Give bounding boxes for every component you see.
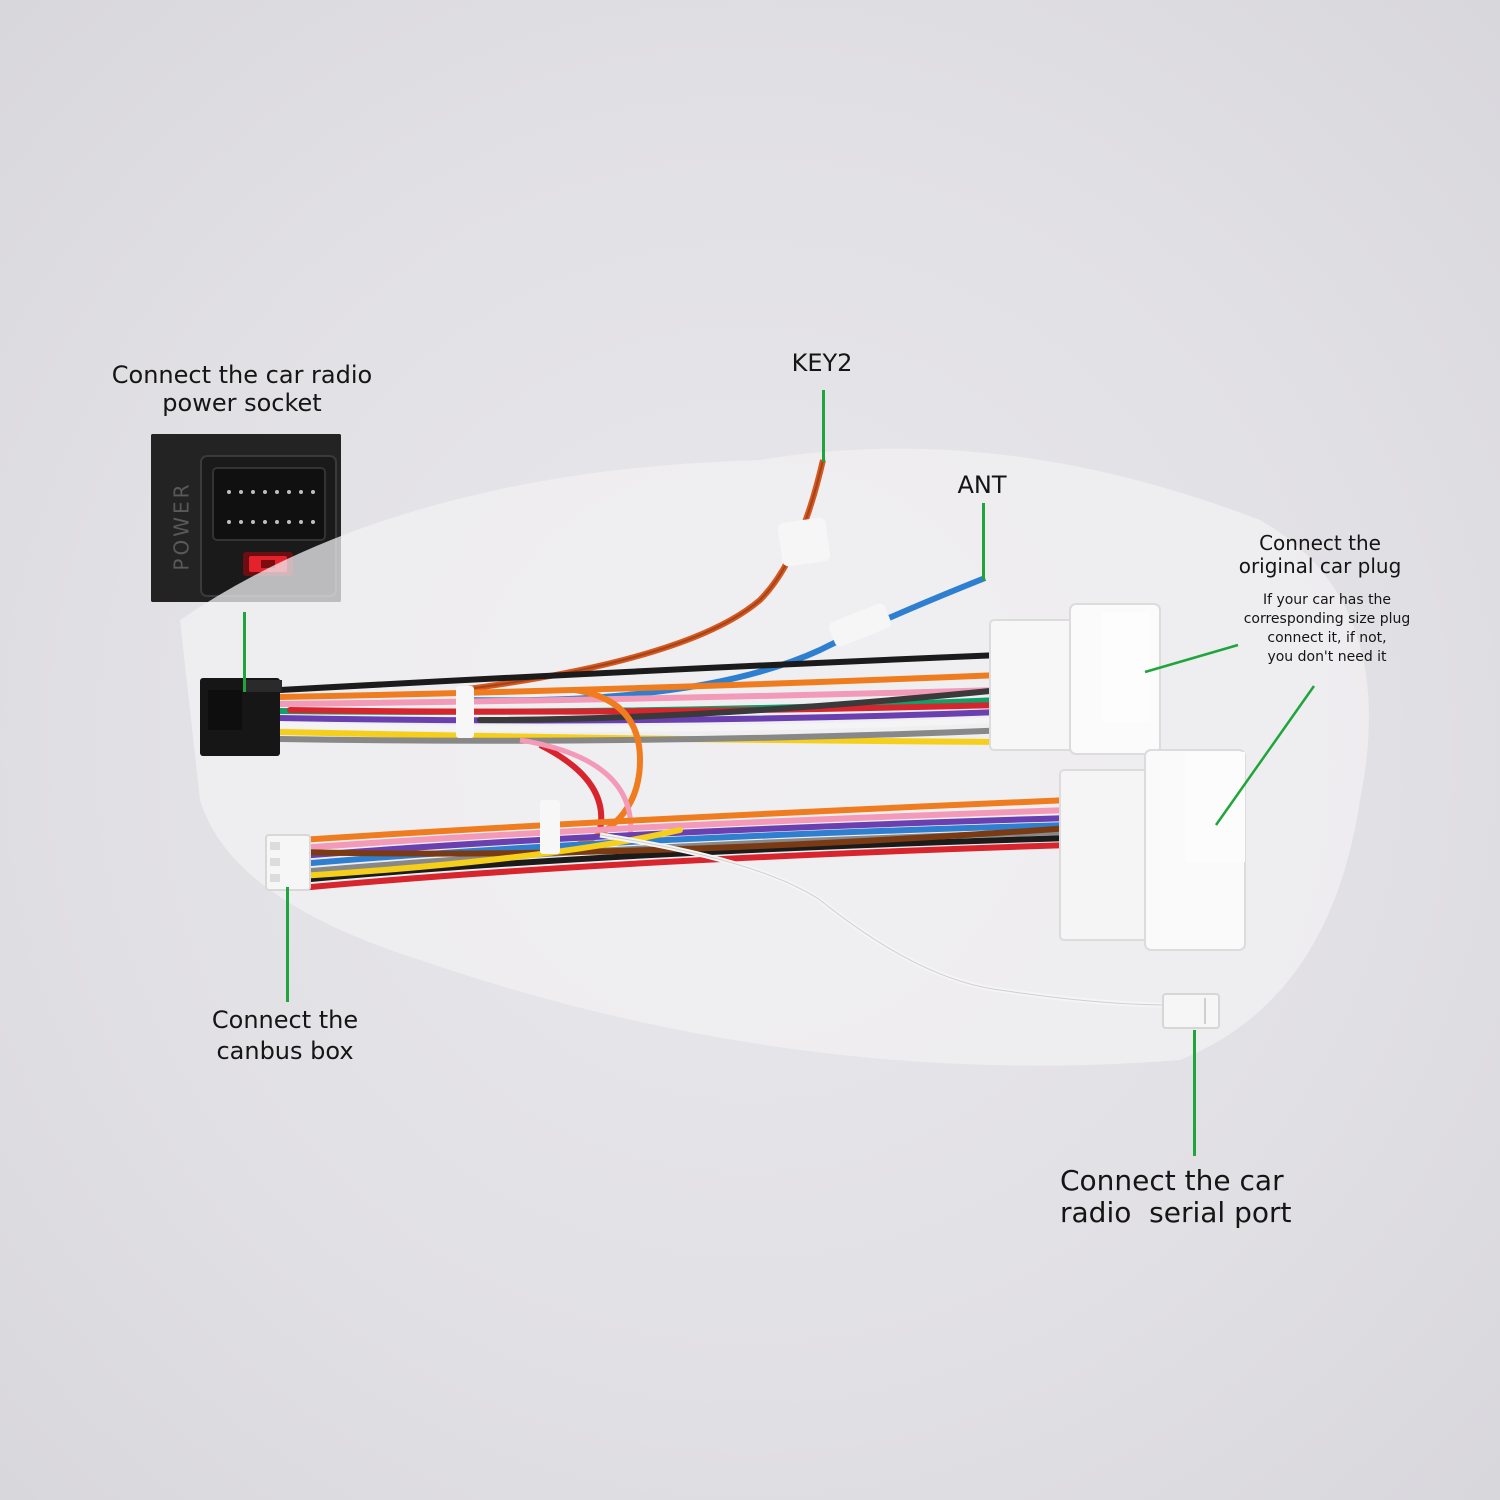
power-socket-illustration <box>151 434 341 602</box>
ant-wire-tag <box>829 603 891 647</box>
canbus-label-line-2: canbus box <box>216 1037 354 1066</box>
serial-port-label: Connect the car radio serial port <box>1060 1164 1330 1230</box>
original-plug-label-line-1: Connect the <box>1259 531 1381 555</box>
canbus-leader-line <box>286 887 289 1002</box>
ant-leader-line <box>982 503 985 581</box>
serial-port-connector <box>1162 993 1220 1029</box>
cable-tie <box>540 800 560 854</box>
serial-port-leader-line <box>1193 1030 1196 1156</box>
power-socket-label-line-2: power socket <box>162 388 322 417</box>
key2-wire-tag <box>777 517 831 567</box>
cable-tie <box>456 686 474 738</box>
lower-wire-bundle <box>297 797 1073 891</box>
original-plug-note-line-4: you don't need it <box>1267 648 1387 665</box>
canbus-label: Connect the canbus box <box>185 1005 385 1067</box>
serial-port-label-line-2: radio serial port <box>1060 1196 1292 1230</box>
original-plug-label: Connect the original car plug <box>1215 532 1425 578</box>
serial-port-label-line-1: Connect the car <box>1060 1164 1284 1197</box>
original-plug-note-line-3: connect it, if not, <box>1267 629 1387 646</box>
power-socket-label-line-1: Connect the car radio <box>111 361 373 389</box>
original-plug-label-line-2: original car plug <box>1238 554 1402 578</box>
original-car-plug <box>989 603 1161 755</box>
power-socket-inset-photo: POWER <box>151 434 341 602</box>
ant-label: ANT <box>957 471 1007 499</box>
optional-plug-leader-line <box>1214 685 1316 826</box>
power-socket-label: Connect the car radio power socket <box>92 361 392 417</box>
canbus-label-line-1: Connect the <box>211 1006 359 1034</box>
key2-label: KEY2 <box>791 349 853 377</box>
key2-leader-line <box>822 390 825 462</box>
original-plug-note: If your car has the corresponding size p… <box>1222 591 1432 667</box>
power-connector <box>200 678 282 756</box>
canbus-connector <box>265 834 311 891</box>
lower-car-plug <box>1059 749 1246 951</box>
original-plug-note-line-2: corresponding size plug <box>1243 610 1411 627</box>
original-plug-note-line-1: If your car has the <box>1262 592 1392 608</box>
power-socket-leader-line <box>243 612 246 692</box>
original-plug-leader-line <box>1144 643 1239 674</box>
upper-wire-bundle <box>277 652 1013 745</box>
